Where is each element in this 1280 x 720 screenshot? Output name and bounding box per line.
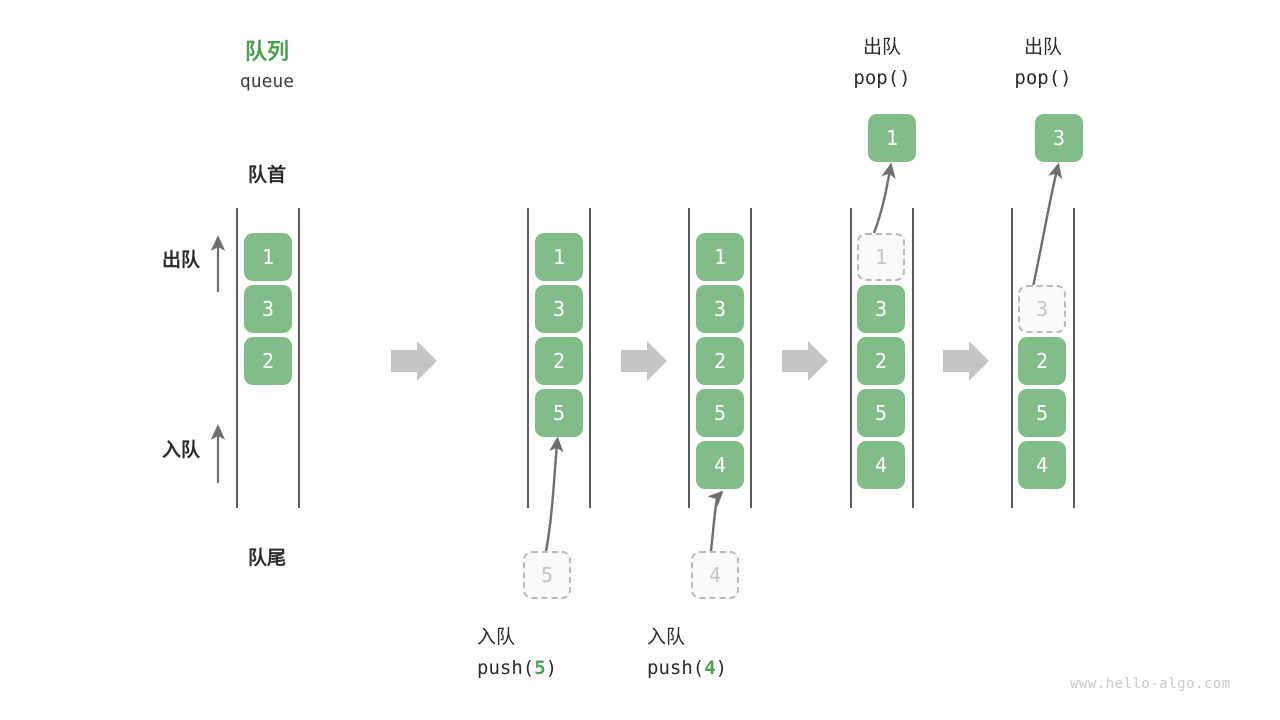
- queue-cell[interactable]: 2: [696, 337, 744, 385]
- queue-cell-ghost[interactable]: 3: [1018, 285, 1066, 333]
- queue-cell[interactable]: 2: [535, 337, 583, 385]
- push-4-code-prefix: push(: [647, 657, 705, 679]
- transition-arrow-3: [782, 341, 828, 381]
- push-5-code-prefix: push(: [477, 657, 535, 679]
- queue-cell[interactable]: 5: [857, 389, 905, 437]
- enqueue-side-label: 入队: [161, 439, 200, 461]
- incoming-element-4[interactable]: 4: [691, 551, 739, 599]
- queue-cell[interactable]: 3: [696, 285, 744, 333]
- push-arrow-4: [707, 490, 724, 552]
- pop-arrow-3: [1031, 162, 1063, 288]
- push-5-code-suffix: ): [545, 657, 558, 679]
- pop-3-caption-cn: 出队: [1023, 36, 1062, 58]
- queue-cell[interactable]: 1: [696, 233, 744, 281]
- queue-cell[interactable]: 1: [244, 233, 292, 281]
- queue-cell[interactable]: 2: [857, 337, 905, 385]
- pop-1-caption-cn: 出队: [862, 36, 901, 58]
- queue-cell[interactable]: 4: [1018, 441, 1066, 489]
- pop-1-caption-code: pop(): [853, 67, 911, 89]
- queue-cell[interactable]: 5: [696, 389, 744, 437]
- queue-cell[interactable]: 3: [244, 285, 292, 333]
- watermark: www.hello-algo.com: [1070, 676, 1231, 692]
- transition-arrow-2: [621, 341, 667, 381]
- page-title-en: queue: [239, 71, 295, 92]
- queue-cell[interactable]: 4: [857, 441, 905, 489]
- queue-cell[interactable]: 4: [696, 441, 744, 489]
- pop-arrow-1: [872, 162, 896, 234]
- popped-element-1[interactable]: 1: [868, 114, 916, 162]
- queue-front-label: 队首: [247, 164, 286, 186]
- push-4-code-suffix: ): [715, 657, 728, 679]
- push-5-code-value: 5: [534, 657, 546, 679]
- push-4-caption-code: push(4): [647, 657, 827, 679]
- push-5-caption-cn: 入队: [477, 626, 516, 648]
- push-5-caption-code: push(5): [477, 657, 657, 679]
- push-4-caption-cn: 入队: [647, 626, 686, 648]
- queue-cell-ghost[interactable]: 1: [857, 233, 905, 281]
- queue-cell[interactable]: 3: [857, 285, 905, 333]
- pop-3-caption-code: pop(): [1014, 67, 1072, 89]
- queue-cell[interactable]: 5: [1018, 389, 1066, 437]
- queue-cell[interactable]: 2: [1018, 337, 1066, 385]
- queue-cell[interactable]: 5: [535, 389, 583, 437]
- push-arrow-5: [544, 436, 564, 552]
- incoming-element-5[interactable]: 5: [523, 551, 571, 599]
- dequeue-side-label: 出队: [161, 249, 200, 271]
- transition-arrow-1: [391, 341, 437, 381]
- queue-rear-label: 队尾: [247, 547, 286, 569]
- queue-cell[interactable]: 2: [244, 337, 292, 385]
- queue-cell[interactable]: 3: [535, 285, 583, 333]
- queue-cell[interactable]: 1: [535, 233, 583, 281]
- page-title-cn: 队列: [244, 40, 289, 65]
- popped-element-3[interactable]: 3: [1035, 114, 1083, 162]
- transition-arrow-4: [943, 341, 989, 381]
- push-4-code-value: 4: [704, 657, 716, 679]
